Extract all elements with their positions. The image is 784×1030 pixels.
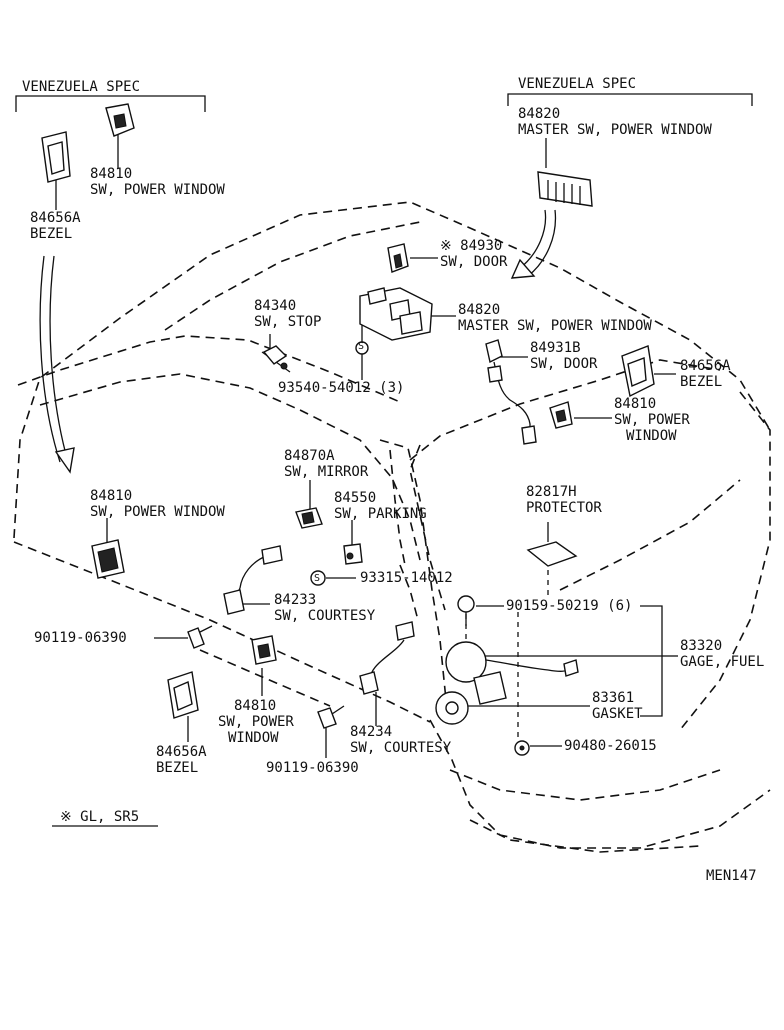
part-number-90480[interactable]: 90480-26015 — [564, 738, 657, 754]
part-name-84233: SW, COURTESY — [274, 608, 376, 624]
part-number-84810-right[interactable]: 84810 — [614, 396, 657, 412]
courtesy-switch-icon-left — [223, 545, 283, 615]
part-name-83320: GAGE, FUEL — [680, 654, 765, 670]
part-name-82817h: PROTECTOR — [526, 500, 602, 516]
part-name-84656a-right: BEZEL — [680, 374, 723, 390]
part-number-84820-mid[interactable]: 84820 — [458, 302, 501, 318]
part-number-83320[interactable]: 83320 — [680, 638, 723, 654]
power-window-switch-icon-right — [549, 401, 573, 429]
bolt-icon-bottom — [317, 705, 345, 729]
venezuela-spec-left-label: VENEZUELA SPEC — [22, 79, 141, 95]
master-switch-icon-top — [537, 171, 593, 207]
part-name-84550: SW, PARKING — [334, 506, 427, 522]
venezuela-right-bracket — [507, 93, 753, 106]
courtesy-switch-icon-right — [359, 621, 415, 695]
part-name-83361: GASKET — [592, 706, 643, 722]
part-number-84930[interactable]: ※ 84930 — [440, 238, 503, 254]
s-mark-label: S — [358, 341, 365, 352]
venezuela-spec-right-label: VENEZUELA SPEC — [518, 76, 637, 92]
bolt-icon-left — [187, 625, 213, 649]
s-mark-label-left: S — [314, 573, 321, 584]
drawing-code: MEN147 — [706, 868, 757, 884]
part-number-84233[interactable]: 84233 — [274, 592, 317, 608]
bezel-icon-right — [621, 345, 655, 398]
power-window-switch-icon-left — [91, 539, 125, 579]
part-name-84234: SW, COURTESY — [350, 740, 452, 756]
part-number-84340[interactable]: 84340 — [254, 298, 297, 314]
part-number-84820-top[interactable]: 84820 — [518, 106, 561, 122]
part-number-84656a-top[interactable]: 84656A — [30, 210, 81, 226]
part-name-84810-right-2: WINDOW — [626, 428, 677, 444]
door-switch-icon-top — [387, 243, 409, 273]
part-number-84656a-bottom[interactable]: 84656A — [156, 744, 207, 760]
part-number-82817h[interactable]: 82817H — [526, 484, 577, 500]
power-window-switch-icon-bottom — [251, 635, 277, 665]
part-name-84810-top: SW, POWER WINDOW — [90, 182, 225, 198]
stop-switch-icon — [261, 345, 291, 373]
venezuela-left-bracket — [15, 95, 206, 112]
door-switch-icon-right — [485, 339, 537, 445]
arrow-right-curve — [519, 209, 547, 269]
part-number-84234[interactable]: 84234 — [350, 724, 393, 740]
protector-icon — [526, 541, 578, 567]
arrow-left-head — [54, 447, 75, 474]
gasket-icon — [435, 691, 469, 725]
s-mark-icon-left — [310, 570, 326, 586]
part-number-84810-bottom[interactable]: 84810 — [234, 698, 277, 714]
power-window-switch-icon-top — [105, 103, 135, 137]
part-number-84870a[interactable]: 84870A — [284, 448, 335, 464]
part-name-84810-left: SW, POWER WINDOW — [90, 504, 225, 520]
part-number-83361[interactable]: 83361 — [592, 690, 635, 706]
part-name-84656a-top: BEZEL — [30, 226, 73, 242]
fuel-gage-icon — [445, 641, 579, 705]
part-name-84810-bottom-2: WINDOW — [228, 730, 279, 746]
part-name-84870a: SW, MIRROR — [284, 464, 369, 480]
master-switch-icon-mid — [355, 287, 433, 355]
part-name-84931b: SW, DOOR — [530, 356, 598, 372]
parking-switch-icon — [343, 543, 363, 565]
part-number-90159[interactable]: 90159-50219 (6) — [506, 598, 633, 614]
grommet-icon-90480 — [514, 740, 530, 756]
arrow-right-curve-2 — [527, 209, 557, 277]
part-number-93315[interactable]: 93315-14012 — [360, 570, 453, 586]
part-name-84820-top: MASTER SW, POWER WINDOW — [518, 122, 712, 138]
mirror-switch-icon — [295, 507, 323, 529]
leader-lines — [52, 135, 678, 827]
part-name-84810-bottom-1: SW, POWER — [218, 714, 294, 730]
part-name-84820-mid: MASTER SW, POWER WINDOW — [458, 318, 652, 334]
part-number-84550[interactable]: 84550 — [334, 490, 377, 506]
legend-note: ※ GL, SR5 — [60, 809, 140, 825]
arrow-right-head — [510, 258, 536, 279]
part-number-84810-top[interactable]: 84810 — [90, 166, 133, 182]
part-number-90119-left[interactable]: 90119-06390 — [34, 630, 127, 646]
part-number-84931b[interactable]: 84931B — [530, 340, 581, 356]
part-name-84340: SW, STOP — [254, 314, 322, 330]
bezel-icon-bottom — [167, 671, 199, 719]
part-number-84810-left[interactable]: 84810 — [90, 488, 133, 504]
part-number-84656a-right[interactable]: 84656A — [680, 358, 731, 374]
part-name-84810-right-1: SW, POWER — [614, 412, 690, 428]
arrow-left-curve — [39, 255, 61, 463]
part-number-90119-bottom[interactable]: 90119-06390 — [266, 760, 359, 776]
bezel-icon-top-left — [41, 131, 71, 183]
screw-icon-90159 — [457, 595, 475, 626]
part-name-84656a-bottom: BEZEL — [156, 760, 199, 776]
part-name-84930: SW, DOOR — [440, 254, 508, 270]
part-number-93540[interactable]: 93540-54012 (3) — [278, 380, 405, 396]
arrow-left-curve-2 — [49, 255, 69, 463]
